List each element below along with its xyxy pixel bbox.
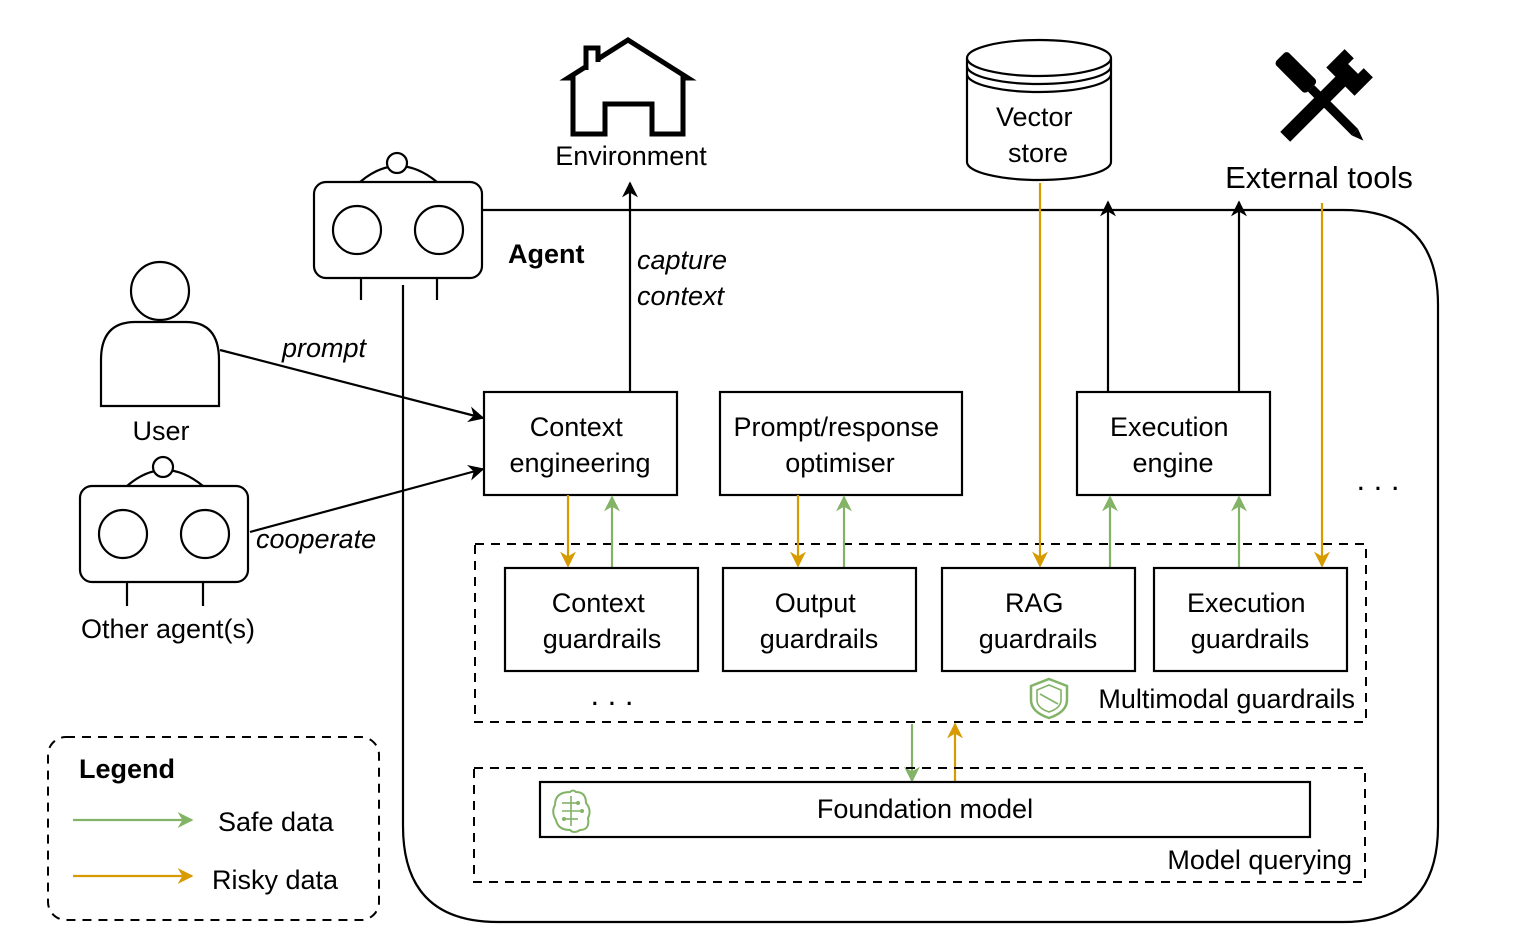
output-guardrails-label: Output guardrails: [760, 588, 879, 654]
execution-guardrails-label: Execution guardrails: [1187, 588, 1313, 654]
cooperate-edge-label: cooperate: [256, 524, 376, 554]
prompt-edge: [219, 348, 485, 423]
user-label: User: [132, 416, 189, 446]
foundation-model-box: [538, 780, 1312, 839]
external-tools-label: External tools: [1225, 160, 1413, 195]
legend-safe-label: Safe data: [218, 807, 335, 837]
robot-icon: [78, 455, 250, 606]
database-icon: [965, 38, 1113, 182]
execution-engine-label: Execution engine: [1110, 412, 1236, 478]
prompt-optimiser-label: Prompt/response optimiser: [733, 412, 946, 478]
context-guardrails-label: Context guardrails: [543, 588, 662, 654]
user-icon: [99, 260, 221, 408]
house-icon: [559, 37, 697, 137]
context-engineering-label: Context engineering: [509, 412, 650, 478]
cooperate-edge: [249, 465, 485, 534]
vector-store-label: Vector store: [996, 102, 1080, 168]
model-querying-label: Model querying: [1167, 845, 1352, 875]
context-engineering-box: [482, 390, 679, 497]
ellipsis-upper: . . .: [1356, 462, 1399, 497]
ellipsis-lower: . . .: [590, 677, 633, 712]
other-agents-label: Other agent(s): [81, 614, 255, 644]
tools-icon: [1275, 49, 1373, 142]
rag-guardrails-label: RAG guardrails: [979, 588, 1098, 654]
agent-container: [401, 208, 1440, 924]
output-guardrails-box: [721, 566, 918, 673]
legend-title: Legend: [79, 754, 175, 784]
multimodal-guardrails-label: Multimodal guardrails: [1098, 684, 1355, 714]
model-querying-region: [473, 767, 1366, 883]
environment-label: Environment: [555, 141, 707, 171]
prompt-optimiser-box: [718, 390, 964, 497]
capture-context-label: capture context: [637, 245, 735, 311]
agent-label: Agent: [508, 239, 585, 269]
multimodal-guardrails-region: [474, 543, 1367, 723]
foundation-model-label: Foundation model: [817, 794, 1033, 824]
context-guardrails-box: [503, 566, 700, 673]
execution-engine-box: [1075, 390, 1272, 497]
legend-box: [47, 736, 380, 921]
prompt-edge-label: prompt: [281, 333, 368, 363]
legend-risky-label: Risky data: [212, 865, 339, 895]
brain-chip-icon: [552, 789, 591, 833]
execution-guardrails-box: [1152, 566, 1349, 673]
robot-icon: [312, 151, 484, 300]
rag-guardrails-box: [940, 566, 1137, 673]
shield-icon: [1029, 677, 1069, 720]
